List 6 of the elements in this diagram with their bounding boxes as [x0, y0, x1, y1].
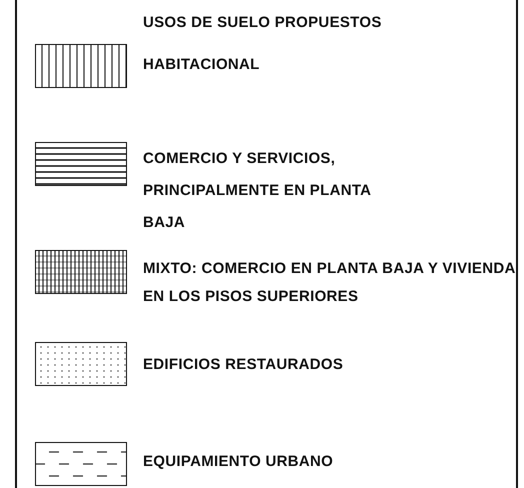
legend-label: EQUIPAMIENTO URBANO [143, 452, 334, 472]
legend-label: HABITACIONAL [143, 55, 261, 75]
legend-label: COMERCIO Y SERVICIOS, PRINCIPALMENTE EN PLANTA BAJA [143, 149, 372, 233]
legend-label: EDIFICIOS RESTAURADOS [143, 355, 344, 375]
legend-label: MIXTO: COMERCIO EN PLANTA BAJA Y VIVIENDA EN LOS PISOS SUPERIORES [143, 259, 516, 307]
legend-title: USOS DE SUELO PROPUESTOS [143, 14, 382, 31]
